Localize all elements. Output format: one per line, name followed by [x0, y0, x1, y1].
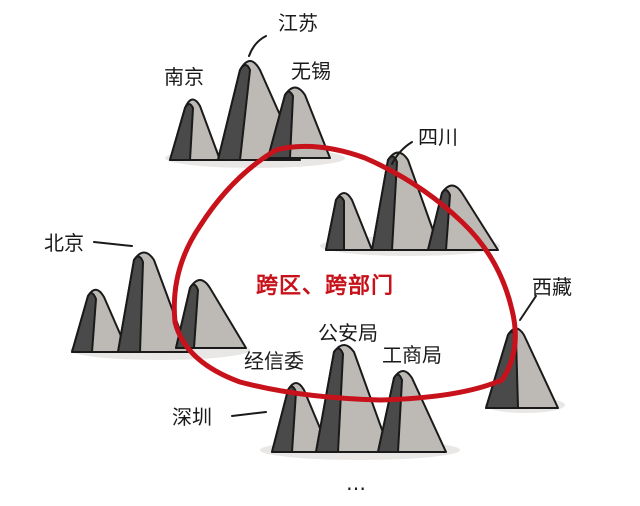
- label-gonganju: 公安局: [318, 321, 378, 345]
- label-ellipsis: …: [346, 471, 366, 495]
- label-xizang: 西藏: [532, 275, 572, 299]
- label-shenzhen: 深圳: [172, 405, 212, 429]
- label-jiangsu: 江苏: [278, 11, 318, 35]
- mountain-group-sichuan: [325, 151, 499, 251]
- label-wuxi: 无锡: [291, 59, 331, 83]
- mountain-group-xizang: [485, 327, 559, 409]
- label-gongshangju: 工商局: [382, 343, 442, 367]
- red-loop: [171, 143, 518, 403]
- label-jingxinwei: 经信委: [244, 349, 304, 373]
- center-label: 跨区、跨部门: [256, 274, 395, 299]
- label-sichuan: 四川: [418, 125, 458, 149]
- label-nanjing: 南京: [164, 65, 204, 89]
- mountain-group-beijing: [71, 251, 247, 353]
- leader-lines: [93, 35, 537, 417]
- label-beijing: 北京: [44, 231, 84, 255]
- mountain-group-jiangsu: [169, 60, 331, 161]
